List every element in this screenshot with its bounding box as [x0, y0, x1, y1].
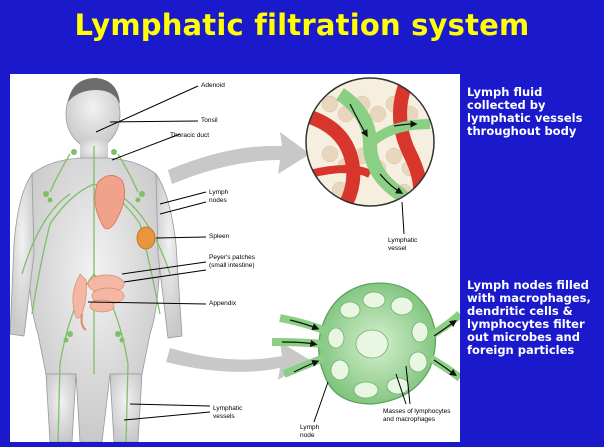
- label-lymph-node: Lymph node: [300, 424, 326, 439]
- label-masses: Masses of lymphocytes and macrophages: [383, 408, 459, 423]
- pointer-arrow-upper: [168, 132, 310, 184]
- side-note-lymph-fluid: Lymph fluid collected by lymphatic vesse…: [467, 86, 599, 138]
- diagram-panel: Adenoid Tonsil Thoracic duct Lymph nodes…: [10, 74, 460, 442]
- human-body: [10, 78, 182, 442]
- slide-title: Lymphatic filtration system: [0, 8, 604, 42]
- label-peyers-patches: Peyer's patches (small intestine): [209, 254, 271, 269]
- spleen-organ: [137, 227, 155, 249]
- label-lymphatic-vessels: Lymphatic vessels: [213, 405, 253, 420]
- label-lymphatic-vessel: Lymphatic vessel: [388, 237, 424, 252]
- label-thoracic-duct: Thoracic duct: [170, 132, 209, 140]
- label-spleen: Spleen: [209, 233, 229, 241]
- label-tonsil: Tonsil: [201, 117, 218, 125]
- side-note-lymph-nodes: Lymph nodes filled with macrophages, den…: [467, 279, 601, 357]
- tissue-magnification: [300, 74, 434, 234]
- lymph-node-section: [272, 283, 460, 422]
- label-lymph-nodes: Lymph nodes: [209, 189, 243, 204]
- label-appendix: Appendix: [209, 300, 236, 308]
- label-adenoid: Adenoid: [201, 82, 225, 90]
